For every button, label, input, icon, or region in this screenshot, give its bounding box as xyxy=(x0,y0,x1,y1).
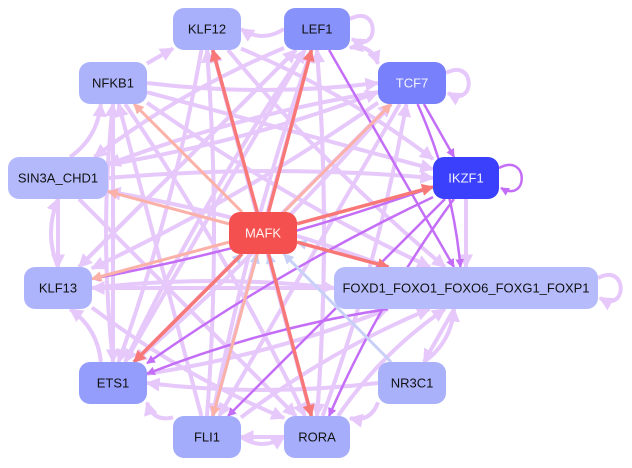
edge-nr3c1-to-mafk xyxy=(282,252,393,364)
node-ikzf1[interactable]: IKZF1 xyxy=(433,157,499,199)
node-box[interactable] xyxy=(8,157,108,199)
node-rora[interactable]: RORA xyxy=(284,416,350,458)
edge-mafk-to-ets1 xyxy=(132,252,244,364)
node-nfkb1[interactable]: NFKB1 xyxy=(79,62,147,104)
edge-ikzf1-to-ikzf1 xyxy=(498,163,523,196)
edge-foxd1-to-nr3c1 xyxy=(422,308,456,364)
node-label: FLI1 xyxy=(194,430,220,445)
node-klf13[interactable]: KLF13 xyxy=(24,267,92,309)
edge-mafk-to-fli1 xyxy=(210,253,259,418)
edge-ikzf1-to-ets1 xyxy=(146,196,434,365)
node-box[interactable] xyxy=(334,267,598,309)
node-ets1[interactable]: ETS1 xyxy=(79,362,147,404)
edge-sin3a_chd1-to-ikzf1 xyxy=(107,169,435,184)
node-box[interactable] xyxy=(24,267,92,309)
edges-layer xyxy=(46,14,623,450)
edge-foxd1-to-foxd1 xyxy=(597,273,623,311)
edge-mafk-to-tcf7 xyxy=(282,102,393,214)
node-label: FOXD1_FOXO1_FOXO6_FOXG1_FOXP1 xyxy=(342,281,589,296)
edge-ets1-to-klf13 xyxy=(68,307,103,363)
edge-nr3c1-to-foxd1 xyxy=(422,307,460,364)
edge-ets1-to-lef1 xyxy=(123,48,307,363)
edge-nfkb1-to-klf12 xyxy=(146,46,175,66)
edge-lef1-to-lef1 xyxy=(349,14,375,52)
node-label: KLF13 xyxy=(39,281,77,296)
edge-lef1-to-sin3a_chd1 xyxy=(93,46,285,159)
edge-mafk-to-klf13 xyxy=(90,240,230,282)
node-label: KLF12 xyxy=(188,22,226,37)
node-box[interactable] xyxy=(173,8,241,50)
edge-klf12-to-ikzf1 xyxy=(240,46,435,161)
edge-ets1-to-foxd1 xyxy=(146,307,390,376)
edge-mafk-to-rora xyxy=(266,253,315,418)
node-label: NR3C1 xyxy=(391,376,434,391)
node-klf12[interactable]: KLF12 xyxy=(173,8,241,50)
edge-fli1-to-ets1 xyxy=(144,401,174,421)
node-box[interactable] xyxy=(284,416,350,458)
node-label: RORA xyxy=(298,430,336,445)
node-label: NFKB1 xyxy=(92,76,134,91)
edge-nr3c1-to-rora xyxy=(348,401,380,428)
edge-rora-to-lef1 xyxy=(310,48,326,417)
edge-mafk-to-lef1 xyxy=(266,48,315,213)
edge-sin3a_chd1-to-tcf7 xyxy=(107,90,380,167)
node-box[interactable] xyxy=(173,416,241,458)
node-box[interactable] xyxy=(79,362,147,404)
edge-mafk-to-foxd1 xyxy=(296,240,390,271)
node-tcf7[interactable]: TCF7 xyxy=(378,62,446,104)
node-box[interactable] xyxy=(378,362,446,404)
node-box[interactable] xyxy=(79,62,147,104)
edge-tcf7-to-ikzf1 xyxy=(422,103,456,158)
node-label: LEF1 xyxy=(301,22,332,37)
node-label: SIN3A_CHD1 xyxy=(18,171,98,186)
edge-fli1-to-rora xyxy=(239,435,286,450)
node-fli1[interactable]: FLI1 xyxy=(173,416,241,458)
edge-mafk-to-nfkb1 xyxy=(132,102,244,214)
edge-fli1-to-foxd1 xyxy=(239,307,431,420)
node-lef1[interactable]: LEF1 xyxy=(284,8,350,50)
node-label: MAFK xyxy=(245,226,281,241)
edge-ets1-to-nfkb1 xyxy=(104,102,119,363)
node-label: TCF7 xyxy=(396,76,429,91)
edge-lef1-to-foxd1 xyxy=(327,49,456,268)
node-sin3a-chd1[interactable]: SIN3A_CHD1 xyxy=(8,157,108,199)
node-label: ETS1 xyxy=(97,376,130,391)
node-box[interactable] xyxy=(229,212,297,254)
node-nr3c1[interactable]: NR3C1 xyxy=(378,362,446,404)
node-label: IKZF1 xyxy=(448,171,483,186)
node-box[interactable] xyxy=(433,157,499,199)
edge-mafk-to-klf12 xyxy=(209,48,259,213)
edge-mafk-to-ikzf1 xyxy=(296,183,435,226)
edge-sin3a_chd1-to-nfkb1 xyxy=(68,102,107,159)
edge-mafk-to-sin3a_chd1 xyxy=(106,188,230,226)
edge-lef1-to-tcf7 xyxy=(349,45,381,65)
edge-lef1-to-klf12 xyxy=(239,27,286,42)
edge-nr3c1-to-ets1 xyxy=(145,377,379,392)
edge-nfkb1-to-foxd1 xyxy=(145,101,432,269)
edge-nfkb1-to-rora xyxy=(123,102,307,418)
edge-fli1-to-klf12 xyxy=(200,48,216,417)
node-box[interactable] xyxy=(378,62,446,104)
node-mafk[interactable]: MAFK xyxy=(229,212,297,254)
edge-foxd1-to-ets1 xyxy=(146,307,389,376)
node-foxd1[interactable]: FOXD1_FOXO1_FOXO6_FOXG1_FOXP1 xyxy=(334,267,598,309)
node-box[interactable] xyxy=(284,8,350,50)
edge-tcf7-to-tcf7 xyxy=(445,68,471,106)
